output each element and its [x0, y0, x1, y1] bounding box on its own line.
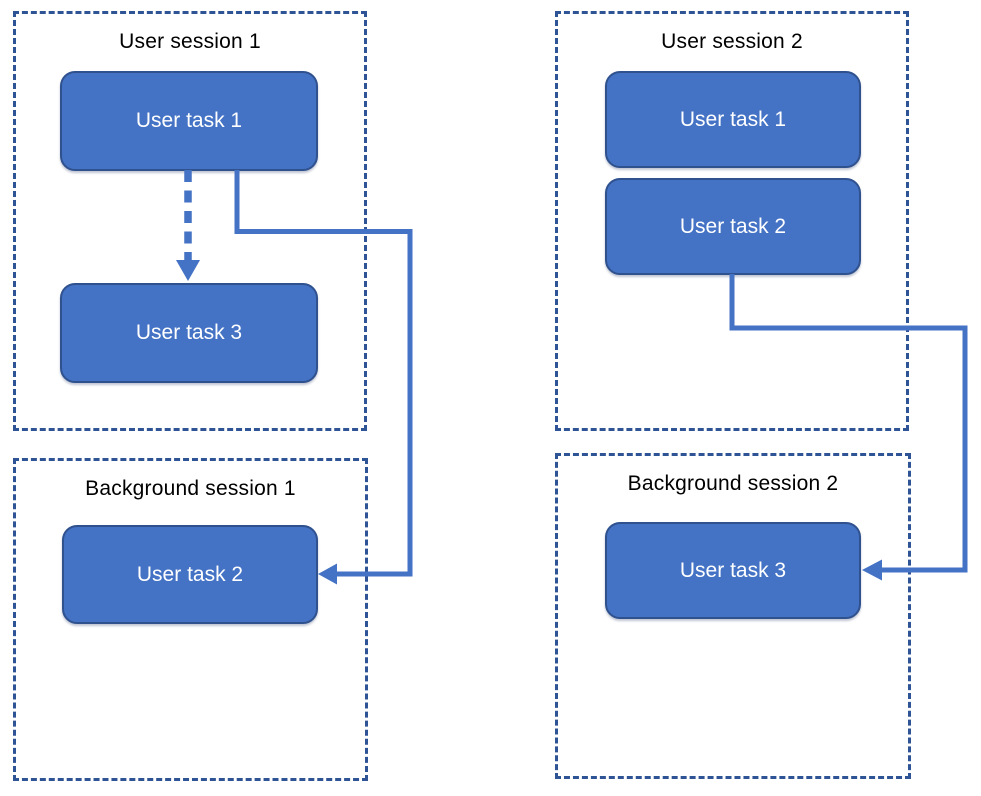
task-label: User task 3 [679, 558, 787, 582]
task-label: User task 1 [135, 109, 243, 132]
background-session-1-title: Background session 1 [85, 477, 296, 500]
background-session-2-task-3-node: User task 3 [605, 522, 861, 619]
task-label: User task 1 [679, 107, 787, 131]
user-session-1-task-3-node: User task 3 [60, 283, 318, 383]
user-session-1-title: User session 1 [119, 30, 261, 53]
background-session-1-task-2-node: User task 2 [62, 525, 318, 624]
task-label: User task 3 [135, 321, 243, 344]
user-session-1-task-1-node: User task 1 [60, 71, 318, 171]
user-session-2-title: User session 2 [661, 30, 803, 53]
background-session-2-title: Background session 2 [627, 472, 839, 495]
task-label: User task 2 [136, 562, 244, 586]
task-label: User task 2 [679, 214, 787, 238]
user-session-2-task-2-node: User task 2 [605, 178, 861, 275]
user-session-2-task-1-node: User task 1 [605, 71, 861, 168]
